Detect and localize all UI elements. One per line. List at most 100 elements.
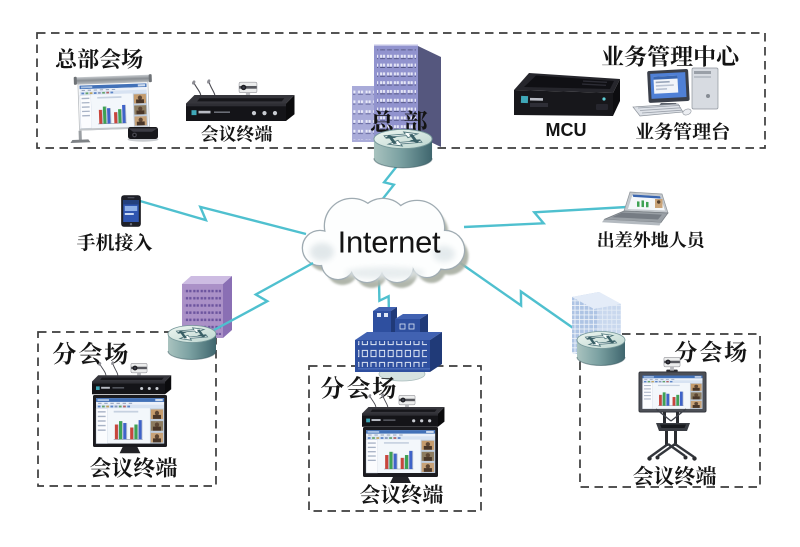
branch-left-terminal-device [92, 375, 172, 395]
branch-right-tv-screen [642, 375, 703, 410]
branch-center-building-polygon8 [355, 332, 442, 340]
hq-building-polygon3 [374, 44, 418, 46]
console-pc-g1-rect4 [653, 75, 678, 80]
console-pc [632, 67, 719, 117]
branch-right-tv-group-rect4 [676, 412, 679, 424]
monitor-app-screen-bl [95, 397, 165, 444]
console-pc-rect1 [691, 67, 719, 110]
branch-center-terminal-device [362, 407, 445, 427]
hq-venue-title [55, 47, 143, 69]
branch-right-tv-group-polygon2 [660, 424, 686, 428]
console-pc-g1 [647, 69, 690, 103]
mobile-phone-rect6 [127, 197, 135, 199]
mcu-device-polygon4 [524, 75, 614, 89]
console-pc-g1-rect5 [655, 80, 670, 84]
branch-center-building-rect6 [358, 368, 430, 370]
projection-screen-rect1 [75, 74, 151, 85]
hq-terminal-label [201, 124, 273, 143]
branch-center-building-rect3 [399, 323, 406, 330]
mcu-device-g1-rect2 [581, 83, 607, 87]
hq-building-label [370, 109, 428, 133]
hq-terminal-device [186, 95, 295, 121]
laptop [602, 191, 669, 226]
console-pc-g2-line3 [641, 109, 683, 114]
branch-right-tv-group-g2-line1 [649, 443, 669, 458]
branch-center-building-polygon9 [430, 332, 442, 372]
monitor-display-bl [93, 395, 167, 454]
branch-right-tv-group-g2-line4 [674, 443, 695, 458]
branch-center-building-polygon1 [373, 311, 391, 336]
remote-staff-label [597, 231, 704, 249]
laptop-g1 [637, 200, 649, 208]
console-pc-g2 [637, 105, 683, 114]
zone-box-branch-right [579, 333, 761, 488]
branch-right-tv-group-g1-line1 [655, 408, 672, 422]
internet-cloud-g2-ellipse1 [310, 243, 334, 261]
branch-right-tv-group-g2-line3 [657, 443, 676, 457]
laptop-circle1 [657, 200, 661, 204]
branch-right-tv-group-circle1 [647, 456, 652, 461]
router-branch-left [167, 325, 217, 360]
link-cloud-hq-router [380, 165, 398, 202]
branch-right-tv-group-g1-line2 [670, 408, 687, 422]
mcu-device-polygon2 [613, 79, 620, 116]
projector-polygon1 [128, 128, 158, 132]
mcu-device-rect3 [530, 103, 548, 107]
branch-right-tv-group-g1 [655, 408, 687, 422]
laptop-polygon3 [632, 194, 661, 199]
branch-center-building [355, 307, 442, 382]
internet-cloud-g2-ellipse2 [345, 267, 425, 279]
branch-left-terminal-label [90, 456, 177, 478]
mcu-device-rect4 [596, 104, 608, 110]
projector-circle2 [133, 133, 136, 137]
branch-right-tv-group-rect5 [665, 431, 668, 446]
monitor-app-screen-bc [365, 429, 436, 474]
mcu-device-circle1 [602, 97, 606, 101]
mcu-label: MCU [546, 120, 587, 140]
mcu-device-g1-rect1 [582, 80, 608, 84]
mobile-phone-rect4 [124, 206, 138, 211]
branch-center-building-rect2 [384, 313, 388, 317]
mcu-device-rect1 [520, 95, 529, 104]
console-pc-g1-rect6 [655, 84, 674, 87]
router-branch-right [576, 331, 626, 366]
mobile-phone-rect5 [124, 213, 134, 215]
branch-right-tv-group-rect3 [663, 412, 666, 424]
router-hq [373, 128, 433, 169]
branch-right-tv-group-g2 [649, 443, 695, 458]
mcu-device-polygon3 [514, 90, 613, 116]
console-pc-rect3 [694, 76, 711, 78]
mcu-device-rect2 [529, 97, 544, 101]
branch-right-tv-group-circle4 [683, 455, 688, 460]
mcu-device [514, 73, 620, 116]
internet-cloud-g2 [310, 243, 455, 279]
link-cloud-mobile [139, 199, 307, 236]
branch-center-terminal-group [362, 392, 445, 483]
branch-right-tv-group [638, 356, 707, 461]
internet-cloud-ellipse1 [331, 218, 435, 270]
branch-center-building-polygon2 [373, 307, 397, 311]
branch-right-tv-group-circle3 [655, 455, 660, 460]
branch-center-building-rect4 [408, 323, 415, 330]
projection-app-screen [79, 82, 149, 129]
console-pc-g1-rect7 [656, 88, 668, 91]
mgmt-center-title [602, 44, 739, 67]
projection-screen-polygon1 [70, 139, 91, 144]
console-pc-ellipse1 [682, 108, 692, 116]
projection-screen-rect6 [78, 130, 82, 141]
link-cloud-branch-center [377, 279, 391, 318]
hq-terminal-group [186, 78, 295, 121]
hq-building-rect3 [377, 49, 416, 134]
link-cloud-laptop [463, 205, 628, 229]
internet-cloud-g2-ellipse3 [433, 246, 455, 262]
laptop-g1-polygon1 [637, 201, 640, 207]
link-cloud-branch-left [213, 261, 314, 332]
branch-right-tv-group-rect2 [638, 371, 707, 413]
branch-left-building-polygon1 [182, 276, 232, 284]
laptop-polygon5 [612, 212, 662, 220]
branch-center-building-rect1 [377, 313, 381, 317]
console-pc-g2-line1 [637, 105, 681, 109]
branch-left-terminal-group [92, 360, 172, 454]
branch-right-terminal-label [633, 465, 717, 486]
